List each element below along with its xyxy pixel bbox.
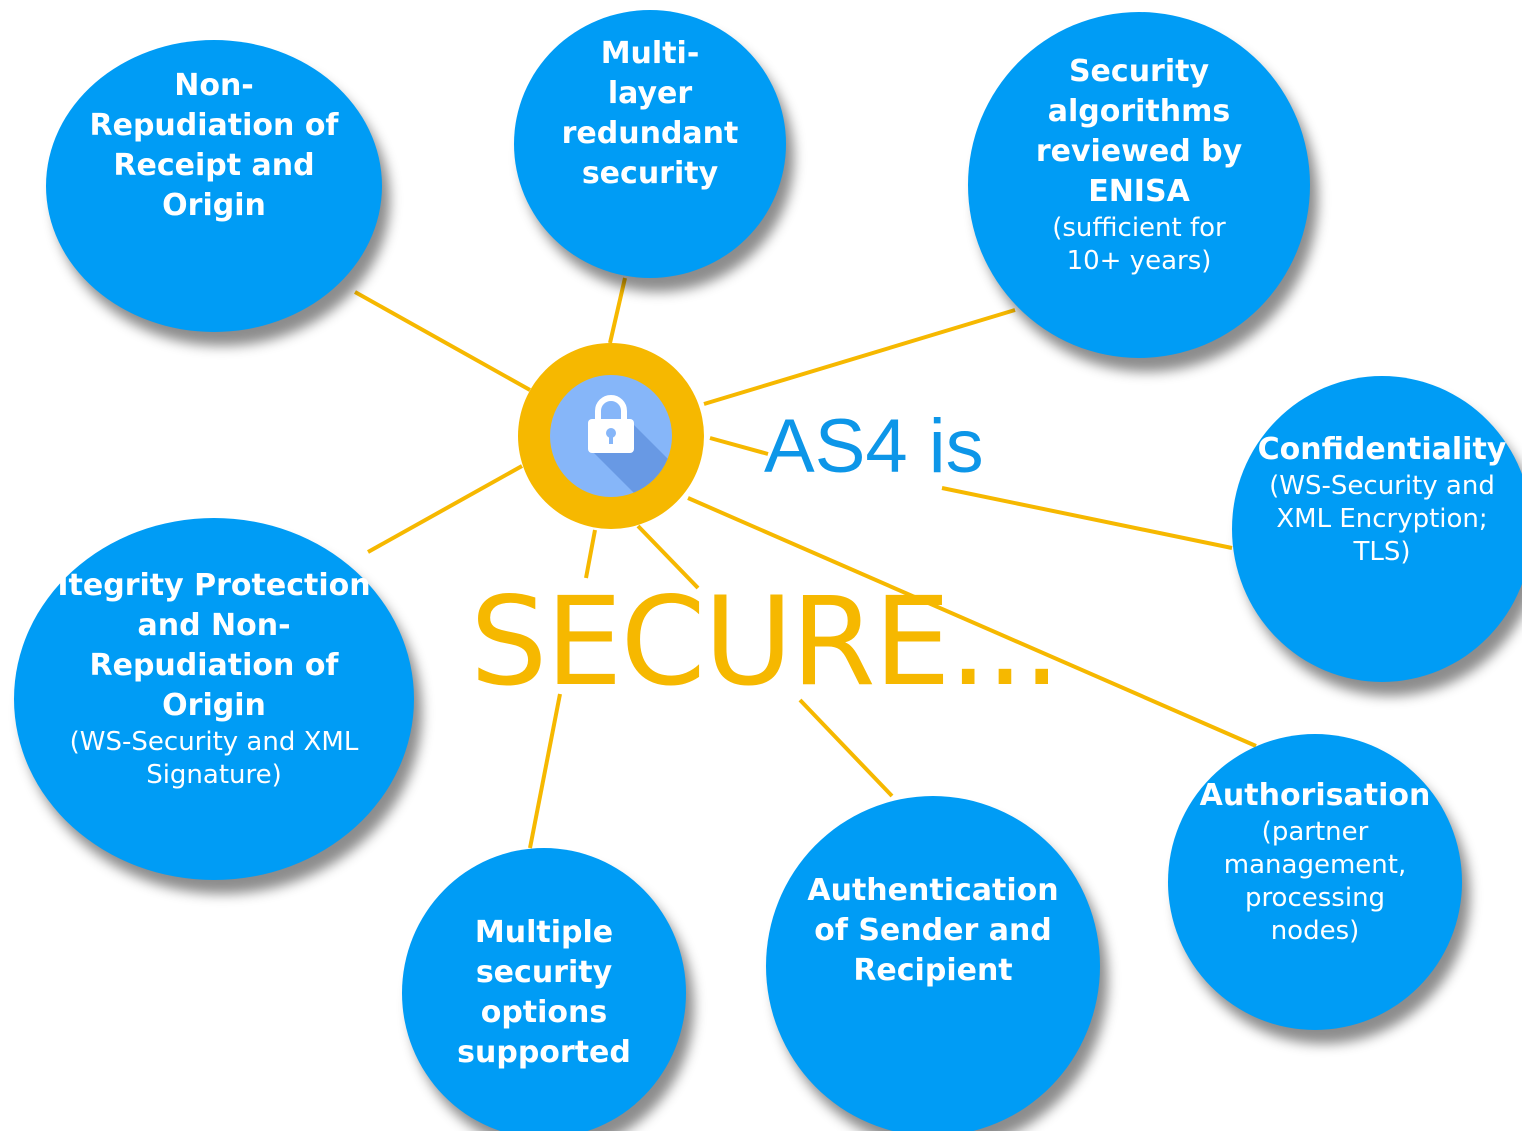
bubble-enisa: Security algorithms reviewed by ENISA (s… [968,12,1310,358]
bubble-confidentiality: Confidentiality (WS-Security and XML Enc… [1232,376,1522,682]
connector-enisa [703,308,1016,406]
bubble-title: Multi-layer redundant security [561,36,739,191]
connector-confidentiality [941,486,1233,550]
headline-secure: SECURE... [470,571,1061,713]
connector-authorisation [687,496,1257,748]
bubble-title: Itegrity Protection and Non-Repudiation … [57,568,371,723]
bubble-multi-layer: Multi-layer redundant security [514,10,786,278]
connector-non-repudiation [354,290,531,392]
bubble-multiple-options: Multiple security options supported [402,848,686,1131]
connector-multiple [528,693,562,849]
hub-center [550,375,672,497]
bubble-title: Security algorithms reviewed by ENISA [1035,54,1243,209]
connector-integrity [367,464,523,554]
connector-secure-upper [636,524,700,590]
lock-icon [588,395,672,497]
bubble-authentication: Authentication of Sender and Recipient [766,796,1100,1131]
bubble-subtitle: (partner management, processing nodes) [1223,817,1407,946]
bubble-title: Authorisation [1199,778,1431,813]
headline-as4-is: AS4 is [764,404,984,489]
bubble-non-repudiation-receipt: Non-Repudiation of Receipt and Origin [46,40,382,332]
connector-multiple-upper [584,529,597,579]
bubble-integrity: Itegrity Protection and Non-Repudiation … [14,518,414,880]
connector-multi-layer [608,277,627,344]
bubble-title: Non-Repudiation of Receipt and Origin [89,68,339,223]
bubble-subtitle: (sufficient for 10+ years) [1052,213,1226,276]
bubble-title: Authentication of Sender and Recipient [807,873,1059,988]
bubble-authorisation: Authorisation (partner management, proce… [1168,734,1462,1030]
bubble-title: Confidentiality [1257,431,1507,467]
bubble-subtitle: (WS-Security and XML Encryption; TLS) [1269,470,1495,567]
bubble-title: Multiple security options supported [457,915,631,1070]
bubble-subtitle: (WS-Security and XML Signature) [69,727,359,790]
connector-authentication [798,698,894,798]
connector-as4-label [709,436,769,456]
